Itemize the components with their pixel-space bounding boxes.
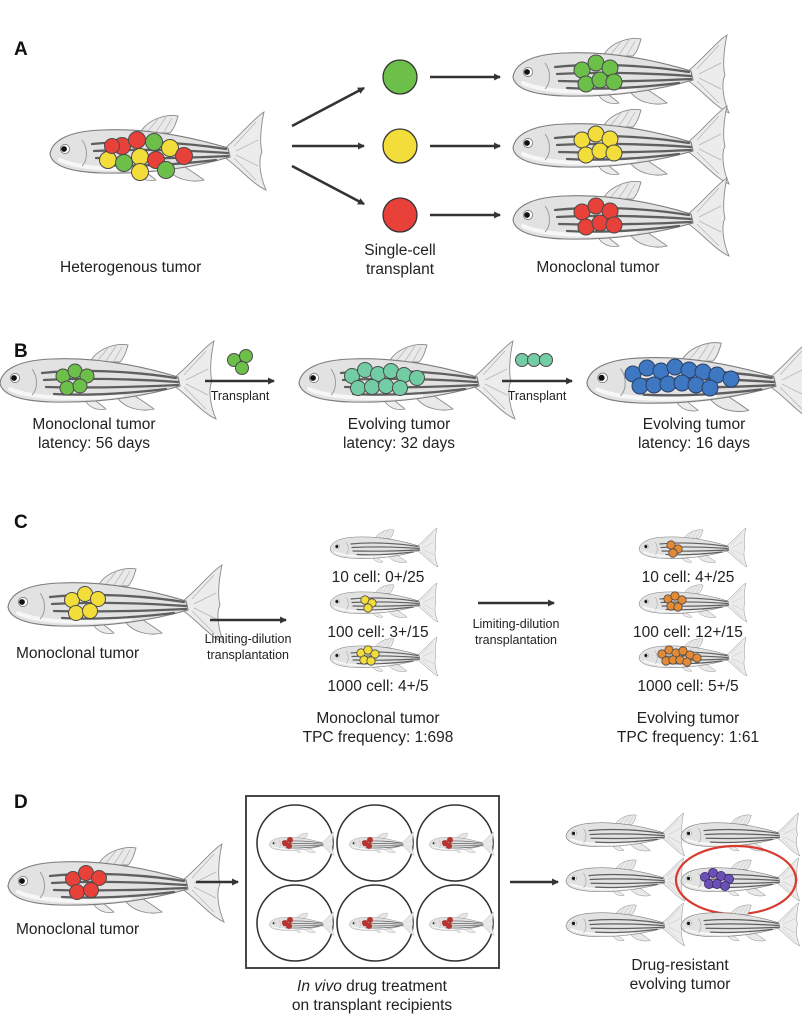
- single-cell-label-line1: Single-cell: [364, 242, 436, 259]
- evo-result-100: 100 cell: 12+/15: [633, 624, 743, 641]
- monoclonal-fish-red: [511, 176, 731, 258]
- panel-c-yellow-tumor-cells: [64, 586, 106, 621]
- stage2-latency: latency: 32 days: [343, 435, 455, 452]
- evo-tpc-frequency: TPC frequency: 1:61: [617, 729, 759, 746]
- single-green-cell: [382, 59, 418, 95]
- blue-tumor-cells: [624, 358, 740, 397]
- stage3-latency: latency: 16 days: [638, 435, 750, 452]
- heterogenous-tumor-cells: [99, 131, 193, 181]
- evo-result-1000: 1000 cell: 5+/5: [637, 678, 738, 695]
- mono-tpc-frequency: TPC frequency: 1:698: [303, 729, 454, 746]
- mono-1000-cells: [356, 645, 380, 666]
- drug-treatment-line2: on transplant recipients: [292, 997, 453, 1014]
- stage1-title: Monoclonal tumor: [32, 416, 155, 433]
- panel-d-donor-fish: [6, 842, 226, 924]
- panel-d-red-tumor-cells: [65, 865, 107, 900]
- monoclonal-fish-yellow: [511, 104, 731, 186]
- transplant-cells-teal: [515, 353, 553, 367]
- monoclonal-tumor-label-a: Monoclonal tumor: [536, 259, 659, 276]
- panel-c-letter: C: [14, 512, 28, 533]
- recipient-fish-2: [679, 811, 801, 858]
- transplant-label-1: Transplant: [211, 389, 270, 403]
- ld1-line2: transplantation: [207, 648, 289, 662]
- panel-d-donor-label: Monoclonal tumor: [16, 921, 139, 938]
- heterogenous-tumor-fish: [48, 110, 268, 192]
- red-tumor-cells: [573, 197, 623, 236]
- single-cell-label-line2: transplant: [366, 261, 435, 278]
- resistant-fish: [679, 856, 801, 903]
- stage3-title: Evolving tumor: [643, 416, 746, 433]
- ld1-line1: Limiting-dilution: [205, 632, 292, 646]
- mono-result-10: 10 cell: 0+/25: [332, 569, 425, 586]
- evo-recipient-fish-10: [638, 527, 748, 568]
- evo-10-cells: [666, 540, 683, 558]
- well-3: [416, 804, 495, 882]
- single-yellow-cell: [382, 128, 418, 164]
- transplant-cells-green: [227, 349, 253, 375]
- single-red-cell: [382, 197, 418, 233]
- mono-100-cells: [360, 595, 377, 613]
- resistant-label-line2: evolving tumor: [630, 976, 731, 993]
- drug-treatment-line1: In vivo drug treatment: [297, 978, 448, 995]
- well-5: [336, 884, 415, 962]
- mono-recipient-fish-100: [329, 582, 439, 623]
- mono-result-100: 100 cell: 3+/15: [327, 624, 428, 641]
- monoclonal-fish-green: [511, 33, 731, 115]
- panel-d-letter: D: [14, 792, 28, 813]
- mono-tpc-title: Monoclonal tumor: [316, 710, 439, 727]
- recipient-fish-6: [679, 901, 801, 948]
- resistant-label-line1: Drug-resistant: [631, 957, 729, 974]
- arrow-to-green-cell: [291, 86, 365, 128]
- arrow-to-red-cell: [291, 164, 365, 206]
- ld2-line1: Limiting-dilution: [473, 617, 560, 631]
- stage1-latency: latency: 56 days: [38, 435, 150, 452]
- evo-recipient-fish-100: [638, 582, 748, 623]
- evo-1000-cells: [657, 645, 702, 667]
- mono-result-1000: 1000 cell: 4+/5: [327, 678, 428, 695]
- panel-b-letter: B: [14, 341, 28, 362]
- panel-c-donor-label: Monoclonal tumor: [16, 645, 139, 662]
- well-2: [336, 804, 415, 882]
- well-6: [416, 884, 495, 962]
- evolution-fish-1: [0, 339, 218, 421]
- in-vivo-italic: In vivo: [297, 978, 342, 995]
- recipient-fish-5: [564, 901, 686, 948]
- mono-recipient-fish-10: [329, 527, 439, 568]
- purple-resistant-cells: [700, 868, 735, 892]
- teal-tumor-cells: [344, 362, 425, 396]
- well-1: [256, 804, 335, 882]
- stage2-title: Evolving tumor: [348, 416, 451, 433]
- drug-treatment-rest: drug treatment: [342, 978, 448, 995]
- recipient-fish-3: [564, 856, 686, 903]
- transplant-label-2: Transplant: [508, 389, 567, 403]
- heterogenous-tumor-label: Heterogenous tumor: [60, 259, 201, 276]
- ld2-line2: transplantation: [475, 633, 557, 647]
- panel-a-letter: A: [14, 39, 28, 60]
- panel-c-donor-fish: [6, 563, 226, 645]
- evo-result-10: 10 cell: 4+/25: [642, 569, 735, 586]
- yellow-tumor-cells: [573, 125, 623, 164]
- evo-tpc-title: Evolving tumor: [637, 710, 740, 727]
- evo-100-cells: [663, 591, 687, 612]
- green-tumor-cells: [573, 54, 623, 93]
- green-tumor-cells-b: [55, 363, 95, 396]
- recipient-fish-1: [564, 811, 686, 858]
- mono-recipient-fish-1000: [329, 636, 439, 677]
- well-4: [256, 884, 335, 962]
